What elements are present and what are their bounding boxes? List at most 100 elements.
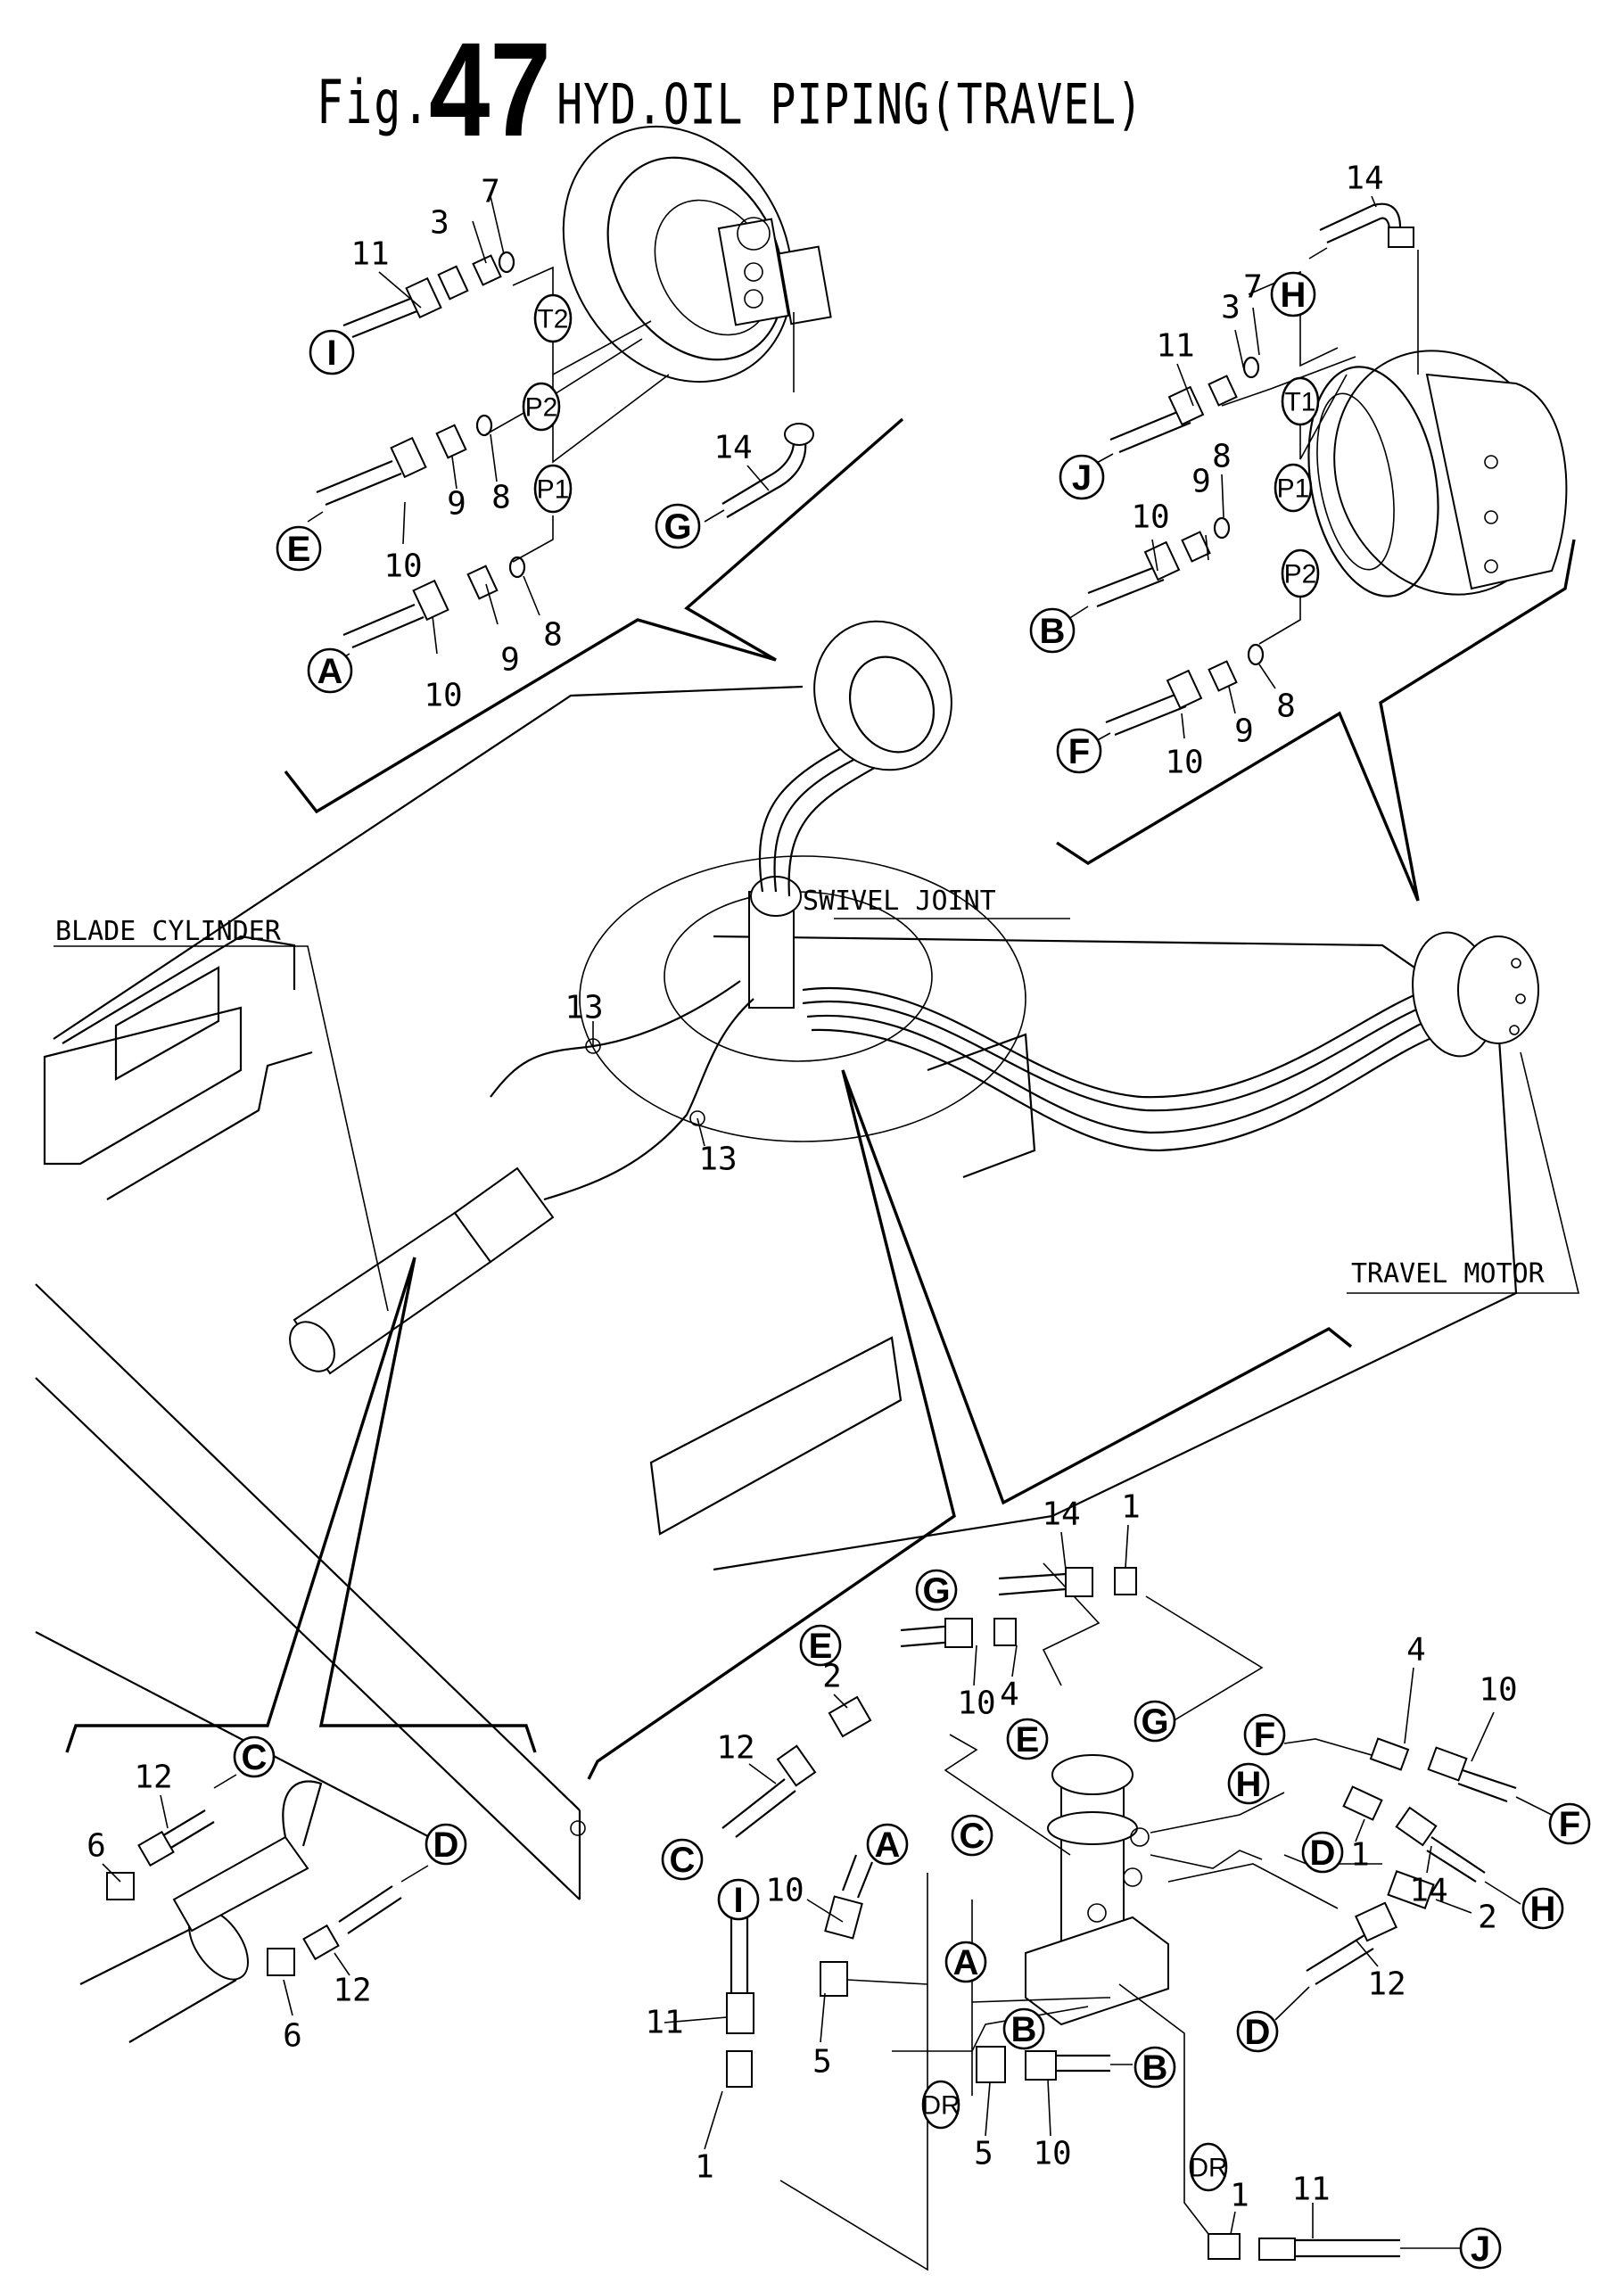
port-label-DR-right: DR bbox=[1189, 2142, 1228, 2192]
svg-text:E: E bbox=[809, 1627, 833, 1666]
part-number-8: 8 bbox=[1276, 688, 1296, 725]
hose-fitting-E bbox=[307, 414, 493, 523]
port-label-T2: T2 bbox=[533, 293, 573, 343]
svg-text:G: G bbox=[922, 1571, 950, 1611]
part-number-1: 1 bbox=[695, 2149, 714, 2186]
callout-letter-D-swivel-1: D bbox=[1301, 1831, 1344, 1874]
hose-fitting-J bbox=[1094, 356, 1260, 465]
hose-fitting-A bbox=[331, 556, 526, 665]
callout-letter-I-swivel: I bbox=[717, 1878, 760, 1921]
part-number-12: 12 bbox=[134, 1760, 172, 1796]
callout-letter-I-top: I bbox=[309, 329, 355, 375]
svg-text:B: B bbox=[1040, 612, 1066, 651]
callout-letter-G-swivel-1: G bbox=[915, 1569, 958, 1611]
svg-text:C: C bbox=[242, 1738, 268, 1777]
undercarriage-main-view bbox=[35, 620, 1580, 1900]
port-label-P2-left: P2 bbox=[522, 382, 561, 432]
part-number-10: 10 bbox=[1479, 1672, 1517, 1709]
svg-text:D: D bbox=[1245, 2013, 1271, 2052]
caption-swivel-joint: SWIVEL JOINT bbox=[803, 886, 996, 917]
svg-text:D: D bbox=[433, 1826, 459, 1865]
port-label-P2-right: P2 bbox=[1281, 548, 1320, 598]
part-number-7: 7 bbox=[481, 174, 500, 210]
svg-text:P2: P2 bbox=[1284, 560, 1317, 589]
hose-fitting-C-swivel bbox=[721, 1695, 872, 1838]
part-number-1: 1 bbox=[1121, 1489, 1141, 1526]
right-travel-motor-inset bbox=[1056, 195, 1576, 902]
part-number-8: 8 bbox=[491, 480, 511, 516]
part-number-6: 6 bbox=[283, 2018, 302, 2055]
part-number-11: 11 bbox=[645, 2005, 683, 2041]
right-travel-motor-drawing bbox=[1307, 250, 1568, 598]
svg-text:F: F bbox=[1068, 732, 1090, 771]
part-number-14: 14 bbox=[1042, 1496, 1080, 1533]
svg-text:B: B bbox=[1142, 2048, 1168, 2088]
elbow-fitting-6-right bbox=[267, 1948, 295, 1976]
hose-fitting-I bbox=[320, 251, 515, 353]
callout-letter-E-top: E bbox=[276, 525, 322, 572]
elbow-hose-H bbox=[1308, 202, 1414, 260]
hose-fitting-D-swivel bbox=[1274, 1870, 1435, 2021]
part-number-12: 12 bbox=[716, 1730, 754, 1767]
svg-text:J: J bbox=[1471, 2229, 1490, 2269]
left-travel-motor-drawing bbox=[562, 125, 832, 392]
elbow-fitting-6-left bbox=[106, 1872, 135, 1900]
hose-fitting-J-swivel bbox=[1208, 2233, 1463, 2261]
callout-letter-F-swivel-2: F bbox=[1548, 1802, 1591, 1845]
callout-letter-H-swivel-2: H bbox=[1521, 1887, 1564, 1930]
svg-text:DR: DR bbox=[1189, 2154, 1227, 2183]
part-number-9: 9 bbox=[500, 642, 520, 679]
part-number-12: 12 bbox=[1367, 1966, 1406, 2003]
port-label-T1: T1 bbox=[1281, 376, 1320, 426]
callout-letter-B-top: B bbox=[1029, 607, 1076, 654]
hose-fitting-E-swivel bbox=[900, 1618, 1017, 1648]
svg-text:F: F bbox=[1254, 1716, 1275, 1755]
svg-text:I: I bbox=[733, 1881, 743, 1920]
hose-fitting-H-swivel bbox=[1342, 1785, 1521, 1905]
left-travel-motor-inset bbox=[284, 125, 904, 814]
svg-text:DR: DR bbox=[921, 2091, 960, 2121]
svg-text:J: J bbox=[1072, 458, 1092, 498]
callout-letter-B-swivel-2: B bbox=[1134, 2046, 1176, 2089]
port-label-P1-left: P1 bbox=[533, 464, 573, 514]
part-number-9: 9 bbox=[1234, 713, 1254, 750]
hose-fitting-I-swivel bbox=[664, 1917, 754, 2088]
svg-text:G: G bbox=[1141, 1702, 1168, 1742]
swivel-joint-drawing-main bbox=[748, 876, 802, 1009]
callout-letter-G-swivel-2: G bbox=[1134, 1700, 1176, 1743]
hose-fitting-A-swivel bbox=[820, 1854, 928, 1997]
caption-blade-cylinder: BLADE CYLINDER bbox=[55, 916, 282, 947]
part-number-10: 10 bbox=[383, 548, 422, 585]
part-number-2: 2 bbox=[1478, 1900, 1497, 1936]
part-number-9: 9 bbox=[1191, 464, 1211, 500]
svg-text:B: B bbox=[1011, 2010, 1037, 2049]
hose-fitting-F-swivel bbox=[1369, 1737, 1553, 1816]
callout-letter-H-top: H bbox=[1270, 271, 1316, 317]
part-number-8: 8 bbox=[543, 617, 563, 654]
part-number-11: 11 bbox=[1156, 328, 1194, 365]
part-number-13: 13 bbox=[698, 1142, 737, 1178]
part-number-11: 11 bbox=[1291, 2172, 1330, 2208]
svg-text:P1: P1 bbox=[537, 475, 570, 505]
callout-letter-F-swivel-1: F bbox=[1243, 1713, 1286, 1756]
swivel-joint-drawing bbox=[1025, 1754, 1169, 2026]
svg-text:G: G bbox=[664, 507, 691, 547]
svg-text:A: A bbox=[317, 652, 343, 691]
part-number-1: 1 bbox=[1350, 1837, 1370, 1874]
part-number-4: 4 bbox=[1406, 1632, 1426, 1669]
port-label-DR-left: DR bbox=[921, 2080, 960, 2130]
svg-text:C: C bbox=[670, 1841, 696, 1880]
callout-letter-J-top: J bbox=[1059, 454, 1105, 500]
callout-letter-A-top: A bbox=[307, 647, 353, 694]
figure-number: 47 bbox=[429, 14, 552, 164]
elbow-hose-G bbox=[704, 423, 814, 523]
part-number-14: 14 bbox=[713, 430, 752, 466]
part-number-10: 10 bbox=[1033, 2136, 1071, 2172]
right-travel-motor-main bbox=[1412, 931, 1539, 1058]
svg-text:C: C bbox=[960, 1817, 985, 1856]
callout-letter-G-top: G bbox=[655, 503, 701, 549]
part-number-12: 12 bbox=[333, 1973, 371, 2009]
part-number-7: 7 bbox=[1243, 269, 1263, 306]
callout-letter-E-swivel-1: E bbox=[799, 1624, 842, 1667]
